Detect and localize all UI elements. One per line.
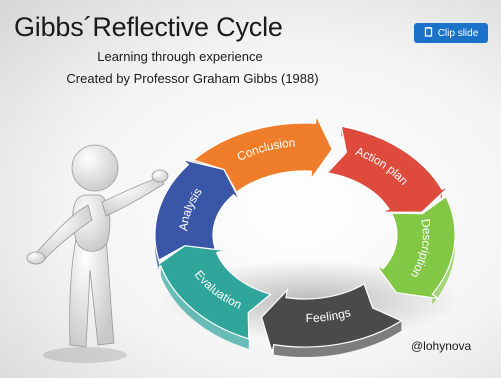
cycle-ring xyxy=(152,112,456,358)
slide-subtitle: Learning through experience xyxy=(97,49,263,64)
stage-description-arrow xyxy=(375,195,456,300)
stage-action-plan-arrow xyxy=(326,125,450,213)
clip-icon xyxy=(424,26,434,40)
stage-analysis-arrow xyxy=(154,158,241,262)
stage-feelings-arrow xyxy=(260,283,403,353)
author-handle: @lohynova xyxy=(411,339,472,353)
stage-evaluation-side xyxy=(160,265,249,349)
clip-slide-label: Clip slide xyxy=(437,27,479,39)
clip-slide-button[interactable]: Clip slide xyxy=(414,23,488,43)
stage-feelings-side xyxy=(273,320,402,358)
slide-title: Gibbs´Reflective Cycle xyxy=(14,12,283,42)
stage-description-side xyxy=(432,196,456,305)
slide-credit: Created by Professor Graham Gibbs (1988) xyxy=(66,71,319,86)
presenter-figure-illustration xyxy=(26,144,169,363)
stage-conclusion-arrow xyxy=(192,112,333,194)
stage-evaluation-arrow xyxy=(152,245,272,340)
